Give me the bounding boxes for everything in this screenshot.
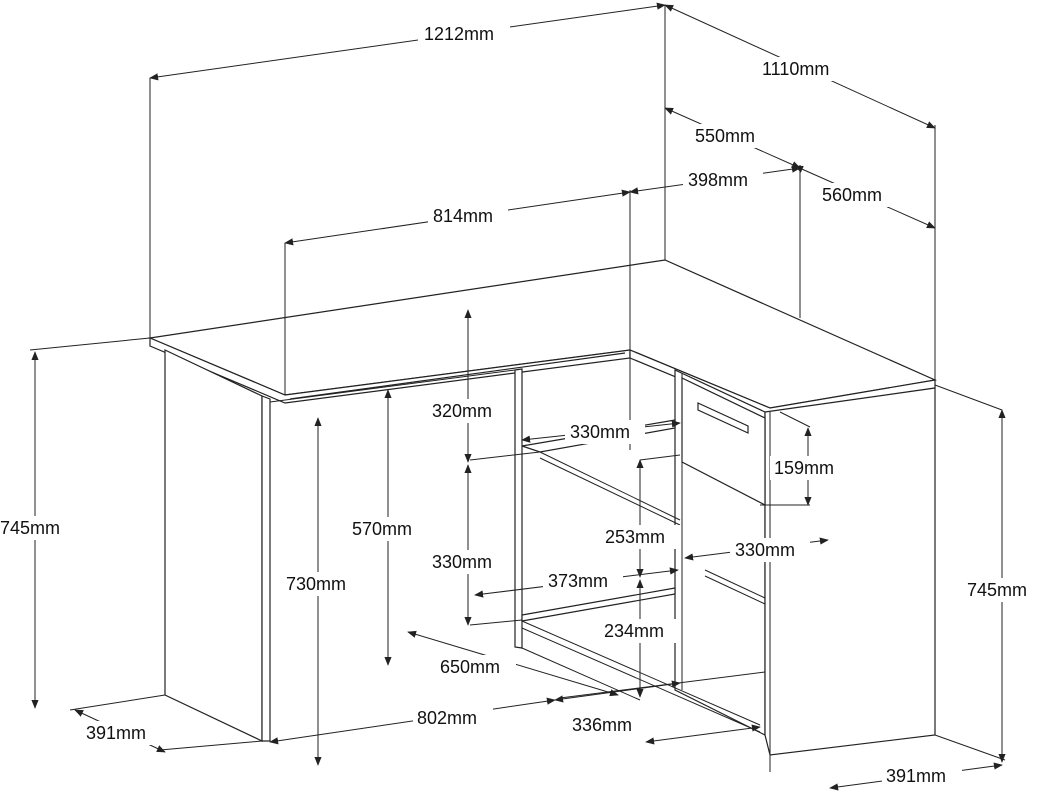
label-shelf-width-upper: 330mm: [570, 422, 630, 442]
label-return-top-depth-a: 550mm: [695, 126, 755, 146]
label-shelf-width-373: 373mm: [548, 571, 608, 591]
label-left-height: 745mm: [0, 518, 60, 538]
label-bottom-width-336: 336mm: [572, 715, 632, 735]
label-shelf-gap-253: 253mm: [605, 527, 665, 547]
label-top-gap-height: 320mm: [432, 401, 492, 421]
label-kneespace-height: 570mm: [352, 519, 412, 539]
label-bottom-depth-650: 650mm: [440, 657, 500, 677]
dimension-labels: 1212mm 1110mm 550mm 560mm 398mm 814mm 32…: [0, 22, 1040, 788]
label-left-base-depth: 391mm: [86, 723, 146, 743]
desk-top-surface: [147, 259, 938, 409]
label-right-base-depth: 391mm: [886, 766, 946, 786]
label-shelf-width-lower: 330mm: [735, 540, 795, 560]
label-shelf-height-330: 330mm: [432, 552, 492, 572]
desk-body: [147, 259, 938, 756]
label-return-top-depth-b: 560mm: [822, 185, 882, 205]
drawer-handle: [697, 402, 749, 434]
label-overall-width: 1212mm: [424, 24, 494, 44]
label-inner-height: 730mm: [286, 574, 346, 594]
middle-divider-panel: [514, 368, 523, 649]
left-side-panel: [164, 349, 263, 742]
label-right-height: 745mm: [967, 580, 1027, 600]
label-shelf-gap-234: 234mm: [604, 621, 664, 641]
label-desk-inner-width: 814mm: [433, 206, 493, 226]
label-drawer-height: 159mm: [774, 458, 834, 478]
left-front-panel: [261, 395, 271, 742]
right-cabinet-side: [764, 387, 936, 756]
label-bottom-width-802: 802mm: [417, 708, 477, 728]
label-overall-depth: 1110mm: [762, 59, 829, 79]
label-desk-top-depth: 398mm: [688, 170, 748, 190]
